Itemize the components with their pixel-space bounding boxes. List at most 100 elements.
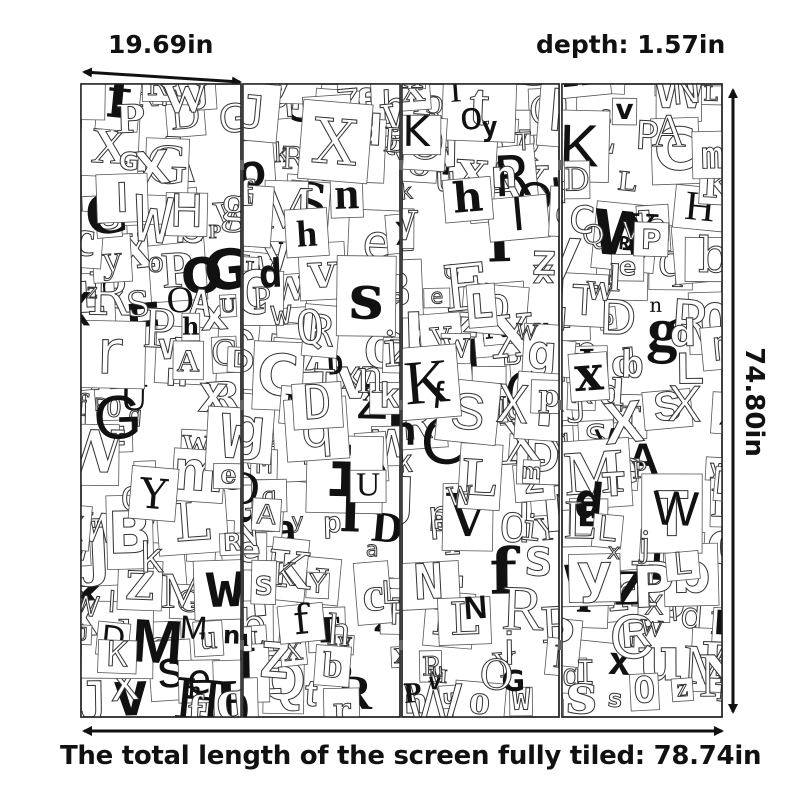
pattern-letter: R (223, 528, 242, 557)
pattern-letter: m (701, 133, 725, 178)
letter-tile (97, 639, 138, 675)
pattern-letter: D (713, 603, 743, 644)
screen-panel-4: TbDqpWBPuywWbPDdLBpvuACLjxoihRwTWhxTMLSn… (539, 34, 750, 728)
pattern-letter: n (545, 80, 570, 128)
pattern-letter: i (518, 507, 543, 550)
pattern-letter: u (442, 687, 457, 709)
width-arrow (82, 67, 242, 87)
pattern-letter: G (217, 96, 251, 143)
letter-tile (218, 532, 241, 557)
pattern-letter: X (717, 392, 744, 434)
pattern-letter: b (321, 644, 344, 685)
pattern-letter: X (393, 642, 410, 668)
letter-tile (94, 84, 132, 89)
pattern-letter: x (533, 253, 554, 291)
pattern-letter: y (539, 212, 584, 288)
letter-tile (641, 388, 694, 431)
pattern-letter: R (306, 305, 336, 357)
pattern-letter: v (72, 537, 89, 568)
pattern-letter: G (146, 132, 189, 196)
pattern-letter: I (448, 69, 463, 110)
pattern-letter: x (56, 269, 94, 341)
pattern-letter: R (535, 56, 558, 89)
pattern-letter: h (451, 171, 485, 222)
pattern-letter: a (366, 536, 379, 561)
pattern-letter: c (565, 186, 599, 246)
pattern-letter: h (557, 34, 599, 101)
pattern-letter: A (256, 498, 277, 530)
letter-tile (164, 191, 209, 237)
pattern-letter: f (74, 388, 90, 424)
letter-tile (95, 172, 150, 224)
pattern-letter: G (501, 664, 525, 698)
pattern-letter: J (194, 77, 209, 111)
letter-tile (699, 323, 722, 372)
pattern-letter: d (609, 340, 639, 386)
pattern-letter: L (460, 446, 500, 508)
pattern-letter: L (470, 286, 494, 327)
pattern-letter: X (600, 388, 646, 458)
pattern-letter: C (609, 602, 656, 673)
pattern-letter: n (490, 152, 519, 197)
pattern-letter: m (711, 320, 740, 370)
pattern-letter: A (177, 343, 200, 378)
pattern-letter: N (699, 640, 745, 710)
pattern-letter: W (515, 318, 539, 345)
pattern-letter: U (220, 293, 236, 318)
pattern-letter: L (676, 344, 704, 393)
letter-tile (127, 465, 180, 523)
letter-tile (212, 658, 241, 717)
pattern-letter: K (401, 345, 452, 418)
pattern-letter: P (641, 225, 662, 257)
pattern-letter: R (500, 573, 545, 644)
letter-tile (402, 208, 415, 249)
pattern-letter: R (618, 233, 632, 255)
letter-tile (219, 293, 238, 318)
pattern-letter: Y (534, 511, 561, 549)
pattern-letter: s (565, 662, 598, 728)
pattern-letter: j (119, 36, 150, 91)
letter-tile (402, 114, 442, 156)
pattern-letter: q (212, 665, 251, 733)
pattern-letter: s (607, 684, 624, 713)
pattern-letter: X (393, 215, 418, 253)
pattern-letter: K (106, 635, 128, 676)
pattern-letter: N (669, 66, 703, 114)
letter-tile (402, 258, 424, 320)
pattern-letter: I (575, 653, 596, 692)
pattern-letter: N (715, 669, 750, 713)
letter-tile (521, 459, 541, 485)
letter-tile (192, 558, 241, 622)
letter-tile (568, 553, 622, 603)
pattern-letter: b (698, 228, 730, 284)
pattern-letter: k (139, 534, 165, 582)
pattern-letter: D (389, 45, 419, 89)
letter-tile (628, 672, 660, 712)
letter-tile (192, 619, 225, 658)
pattern-letter: X (58, 507, 85, 549)
letter-tile (590, 512, 625, 550)
pattern-letter: S (518, 32, 553, 98)
pattern-letter: B (381, 263, 411, 317)
pattern-letter: u (624, 631, 635, 652)
pattern-letter: P (422, 652, 440, 682)
pattern-letter: r (333, 690, 352, 729)
pattern-letter: n (223, 620, 241, 650)
pattern-letter: s (547, 341, 566, 377)
letter-tile (243, 677, 260, 717)
letter-tile (562, 84, 613, 101)
letter-tile (81, 319, 147, 390)
letter-collage-pattern: TbDqpWBPuywWbPDdLBpvuACLjxoihRwTWhxTMLSn… (539, 34, 750, 728)
pattern-letter: U (356, 466, 380, 503)
letter-tile (418, 650, 443, 683)
pattern-letter: s (521, 528, 555, 589)
pattern-letter: n (357, 347, 383, 404)
pattern-letter: l (108, 586, 117, 619)
pattern-letter: W (130, 181, 177, 259)
pattern-letter: X (495, 374, 530, 436)
pattern-letter: P (142, 294, 178, 361)
pattern-letter: S (652, 382, 683, 430)
letter-tile (243, 270, 285, 327)
pattern-letter: z (676, 675, 689, 703)
pattern-letter: P (160, 241, 195, 300)
